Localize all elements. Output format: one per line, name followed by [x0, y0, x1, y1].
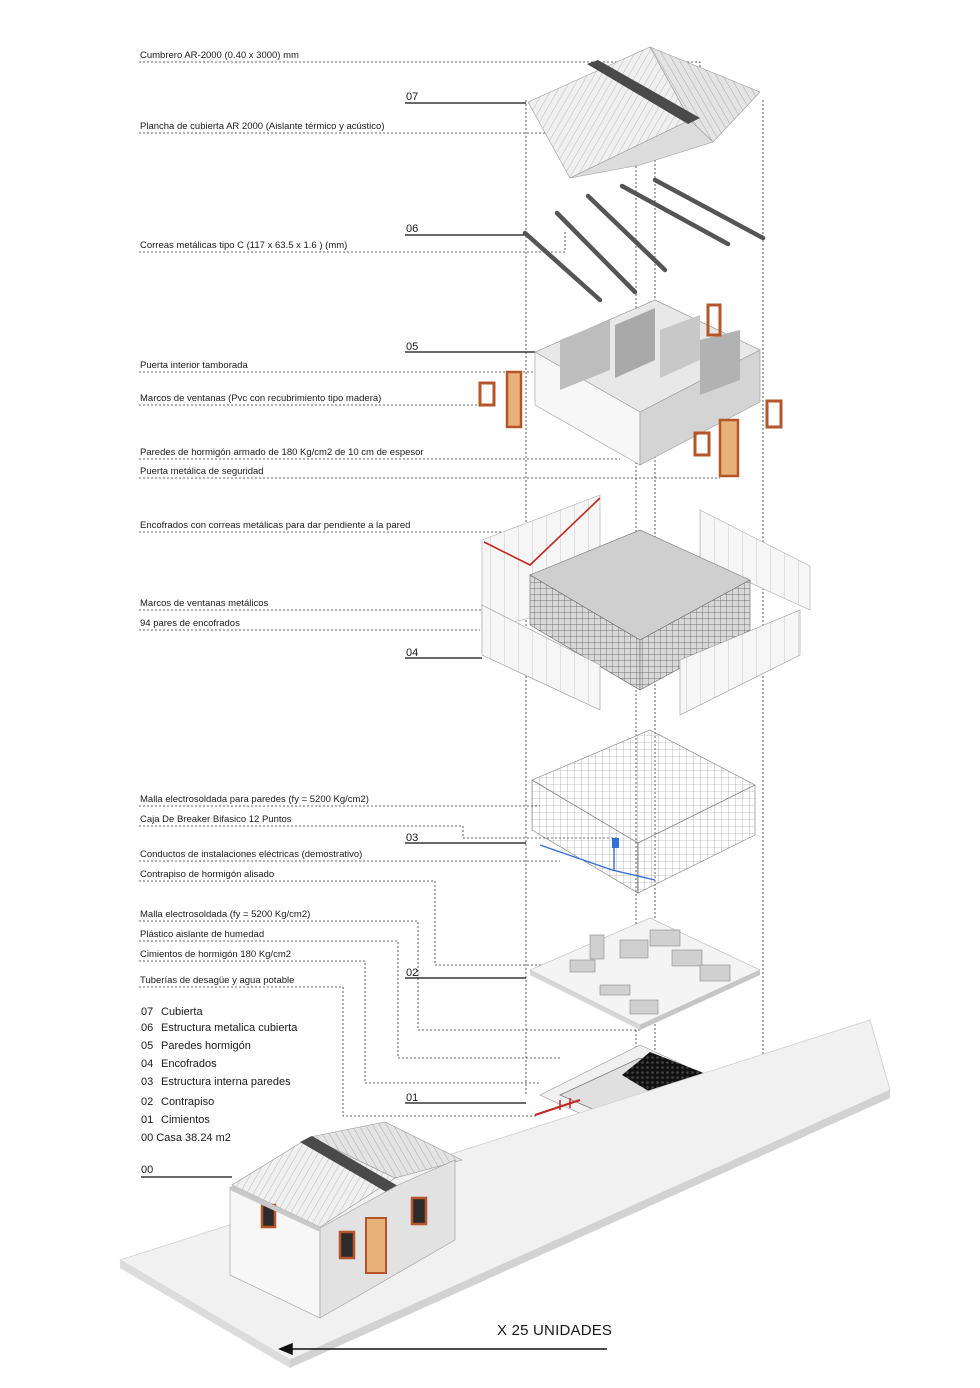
legend-label: Paredes hormigón: [161, 1040, 251, 1052]
layer-number-02: 02: [406, 967, 419, 979]
legend-number: 03: [141, 1076, 154, 1088]
layer-05-walls: [478, 299, 783, 478]
arrow: [278, 1342, 607, 1356]
units-caption: X 25 UNIDADES: [497, 1322, 613, 1339]
annotation-contrapiso: Contrapiso de hormigón alisado: [140, 869, 275, 880]
legend-label: Estructura metalica cubierta: [161, 1022, 298, 1034]
annotation-conductos: Conductos de instalaciones eléctricas (d…: [140, 849, 363, 860]
window-frame: [478, 303, 783, 457]
layer-00-house: [229, 1121, 463, 1319]
legend-label: Cubierta: [161, 1006, 203, 1018]
legend-item: 05 Paredes hormigón: [141, 1040, 251, 1053]
legend-house: 00 Casa 38.24 m2: [141, 1132, 231, 1144]
annotation-malla: Malla electrosoldada (fy = 5200 Kg/cm2): [140, 909, 311, 920]
legend-number: 07: [141, 1006, 154, 1018]
legend-number: 06: [141, 1022, 154, 1034]
annotation-puerta-metalica: Puerta metálica de seguridad: [140, 466, 264, 477]
annotation-pares-encofrados: 94 pares de encofrados: [140, 618, 240, 629]
annotation-marcos-pvc: Marcos de ventanas (Pvc con recubrimient…: [140, 393, 382, 404]
layer-number-00: 00: [141, 1164, 154, 1176]
annotation-cimientos: Cimientos de hormigón 180 Kg/cm2: [140, 949, 292, 960]
layer-02-slab: [529, 917, 761, 1030]
layer-number-lines: [141, 102, 535, 1178]
legend-number: 04: [141, 1058, 154, 1070]
legend-item: 04 Encofrados: [141, 1058, 217, 1071]
annotation-plastico: Plástico aislante de humedad: [140, 929, 265, 940]
annotation-marcos-metalicos: Marcos de ventanas metálicos: [140, 598, 269, 609]
layer-number-07: 07: [406, 91, 419, 103]
annotation-puerta-interior: Puerta interior tamborada: [140, 360, 248, 371]
legend-number: 02: [141, 1096, 154, 1108]
annotation-malla-paredes: Malla electrosoldada para paredes (fy = …: [140, 794, 369, 805]
annotation-cumbrero: Cumbrero AR-2000 (0.40 x 3000) mm: [140, 50, 299, 61]
annotation-tuberias: Tuberías de desagüe y agua potable: [140, 975, 295, 986]
layer-number-05: 05: [406, 341, 419, 353]
annotation-correas: Correas metálicas tipo C (117 x 63.5 x 1…: [140, 240, 348, 251]
annotation-plancha: Plancha de cubierta AR 2000 (Aislante té…: [140, 121, 385, 132]
legend-number: 01: [141, 1114, 154, 1126]
legend-item: 07 Cubierta: [141, 1006, 203, 1019]
legend-label: Contrapiso: [161, 1096, 215, 1108]
annotation-caja-breaker: Caja De Breaker Bifasico 12 Puntos: [140, 814, 292, 825]
layer-04-formwork: [481, 494, 811, 716]
layer-06-purlins: [522, 177, 766, 303]
annotation-paredes: Paredes de hormigón armado de 180 Kg/cm2…: [140, 447, 424, 458]
legend-label: Estructura interna paredes: [161, 1076, 291, 1088]
layer-07-roof: [527, 46, 761, 179]
legend-label: Cimientos: [161, 1114, 210, 1126]
legend-number: 05: [141, 1040, 154, 1052]
legend-label: Encofrados: [161, 1058, 217, 1070]
legend-item: 02 Contrapiso: [141, 1096, 214, 1109]
layer-03-mesh: [531, 729, 756, 894]
legend-item: 06 Estructura metalica cubierta: [141, 1022, 297, 1035]
legend-item: 03 Estructura interna paredes: [141, 1076, 291, 1089]
layer-number-01: 01: [406, 1092, 419, 1104]
layer-number-06: 06: [406, 223, 419, 235]
annotation-encofrados-correas: Encofrados con correas metálicas para da…: [140, 520, 411, 531]
legend-item: 01 Cimientos: [141, 1114, 210, 1127]
layer-number-04: 04: [406, 647, 419, 659]
layer-number-03: 03: [406, 832, 419, 844]
